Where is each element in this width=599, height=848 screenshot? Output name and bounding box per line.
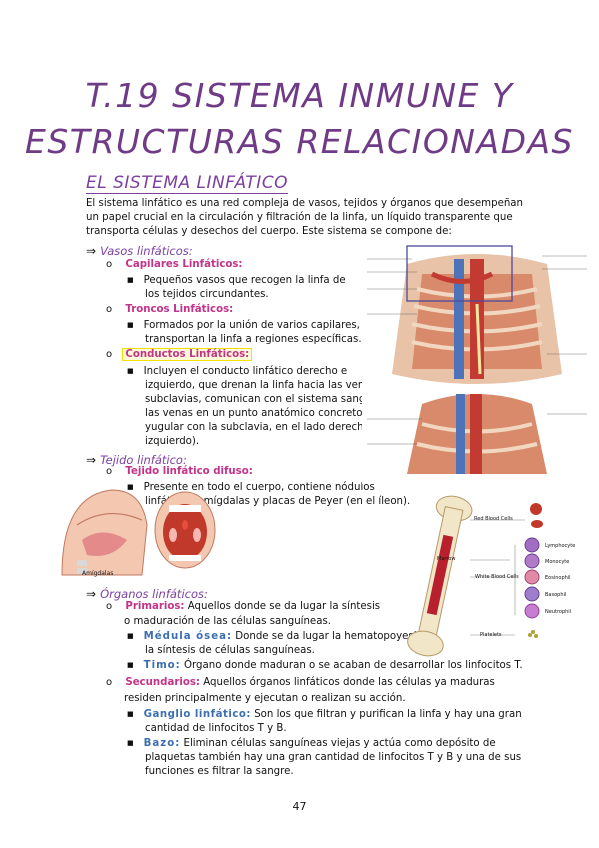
primarios-line-2: o maduración de las células sanguíneas. <box>124 616 331 627</box>
bazo-label: Bazo: <box>143 738 181 749</box>
arrow-icon: ⇒ <box>86 453 97 467</box>
tejido-heading: Tejido linfático: <box>100 453 187 467</box>
medula-label: Médula ósea: <box>143 631 233 642</box>
bullet-o-icon: o <box>106 349 113 360</box>
arrow-icon: ⇒ <box>86 244 97 258</box>
ganglio-label: Ganglio linfático: <box>143 709 251 720</box>
page-number: 47 <box>292 800 307 813</box>
intro-line-1: El sistema linfático es una red compleja… <box>86 198 523 209</box>
difuso-row: o Tejido linfático difuso: <box>106 465 253 480</box>
square-bullet-icon: ■ <box>127 661 134 669</box>
conductos-label: Conductos Linfáticos: <box>122 348 253 361</box>
label-basophil: Basophil <box>545 592 567 598</box>
label-platelets: Platelets <box>480 632 502 638</box>
label-lymphocyte: Lymphocyte <box>545 543 576 549</box>
secundarios-label: Secundarios: <box>125 677 200 688</box>
conductos-line-3: subclavias, comunican con el sistema san… <box>145 394 397 405</box>
timo-label: Timo: <box>143 660 181 671</box>
section-heading: EL SISTEMA LINFÁTICO <box>86 173 289 194</box>
medula-row: ■Médula ósea: Donde se da lugar la hemat… <box>127 631 426 642</box>
difuso-line-1: ■Presente en todo el cuerpo, contiene nó… <box>127 482 375 493</box>
square-bullet-icon: ■ <box>127 710 134 718</box>
capilares-label: Capilares Linfáticos: <box>125 259 243 270</box>
vasos-heading-row: ⇒Vasos linfáticos: <box>86 240 193 259</box>
square-bullet-icon: ■ <box>127 483 134 491</box>
bullet-o-icon: o <box>106 677 113 688</box>
bullet-o-icon: o <box>106 601 113 612</box>
bazo-line-2: plaquetas también hay una gran cantidad … <box>145 752 522 763</box>
ganglio-row: ■Ganglio linfático: Son los que filtran … <box>127 709 522 720</box>
conductos-line-6: izquierdo). <box>145 436 200 447</box>
square-bullet-icon: ■ <box>127 321 134 329</box>
label-red-blood-cells: Red Blood Cells <box>474 516 513 522</box>
troncos-line-1: ■Formados por la unión de varios capilar… <box>127 320 360 331</box>
label-neutrophil: Neutrophil <box>545 609 572 615</box>
difuso-label: Tejido linfático difuso: <box>125 466 253 477</box>
tonsils-illustration <box>61 489 216 576</box>
bullet-o-icon: o <box>106 304 113 315</box>
difuso-line-2: linfáticos, amígdalas y placas de Peyer … <box>145 496 411 507</box>
intro-line-3: transporta células y desechos del cuerpo… <box>86 226 452 237</box>
primarios-row: o Primarios: Aquellos donde se da lugar … <box>106 601 381 612</box>
intro-line-2: un papel crucial en la circulación y fil… <box>86 212 513 223</box>
capilares-line-1: ■Pequeños vasos que recogen la linfa de <box>127 275 346 286</box>
square-bullet-icon: ■ <box>127 632 134 640</box>
capilares-line-2: los tejidos circundantes. <box>145 289 269 300</box>
bazo-row: ■Bazo: Eliminan células sanguíneas vieja… <box>127 738 496 749</box>
conductos-line-2: izquierdo, que drenan la linfa hacia las… <box>145 380 376 391</box>
medula-line-2: la síntesis de células sanguíneas. <box>145 645 315 656</box>
label-monocyte: Monocyte <box>545 559 570 565</box>
secundarios-line-2: residen principalmente y ejecutan o real… <box>124 693 406 704</box>
secundarios-row: o Secundarios: Aquellos órganos linfátic… <box>106 677 495 688</box>
bullet-o-icon: o <box>106 259 113 270</box>
square-bullet-icon: ■ <box>127 367 134 375</box>
capilares-row: o Capilares Linfáticos: <box>106 258 243 273</box>
troncos-line-2: transportan la linfa a regiones específi… <box>145 334 362 345</box>
square-bullet-icon: ■ <box>127 739 134 747</box>
vasos-heading: Vasos linfáticos: <box>100 244 193 258</box>
page-title-line2: ESTRUCTURAS RELACIONADAS <box>24 122 574 161</box>
label-eosinophil: Eosinophil <box>545 575 571 581</box>
square-bullet-icon: ■ <box>127 276 134 284</box>
timo-row: ■Timo: Órgano donde maduran o se acaban … <box>127 660 523 671</box>
conductos-line-5: yugular con la subclavia, en el lado der… <box>145 422 380 433</box>
ganglio-line-2: cantidad de linfocitos T y B. <box>145 723 287 734</box>
organos-heading-row: ⇒Órganos linfáticos: <box>86 583 208 602</box>
troncos-row: o Troncos Linfáticos: <box>106 303 233 318</box>
tonsils-label: Amígdalas <box>82 570 114 577</box>
bullet-o-icon: o <box>106 466 113 477</box>
label-marrow: Marrow <box>437 556 456 562</box>
bone-marrow-illustration <box>407 495 543 657</box>
arrow-icon: ⇒ <box>86 587 97 601</box>
conductos-line-4: las venas en un punto anatómico concreto… <box>145 408 395 419</box>
thoracic-duct-illustration <box>362 244 592 484</box>
organos-heading: Órganos linfáticos: <box>100 587 208 601</box>
primarios-label: Primarios: <box>125 601 185 612</box>
bazo-line-3: funciones es filtrar la sangre. <box>145 766 294 777</box>
page-title-line1: T.19 SISTEMA INMUNE Y <box>85 76 514 115</box>
tejido-heading-row: ⇒Tejido linfático: <box>86 449 187 468</box>
conductos-line-1: ■Incluyen el conducto linfático derecho … <box>127 366 348 377</box>
label-white-blood-cells: White Blood Cells <box>475 574 519 580</box>
conductos-row: o Conductos Linfáticos: <box>106 348 253 363</box>
troncos-label: Troncos Linfáticos: <box>125 304 234 315</box>
